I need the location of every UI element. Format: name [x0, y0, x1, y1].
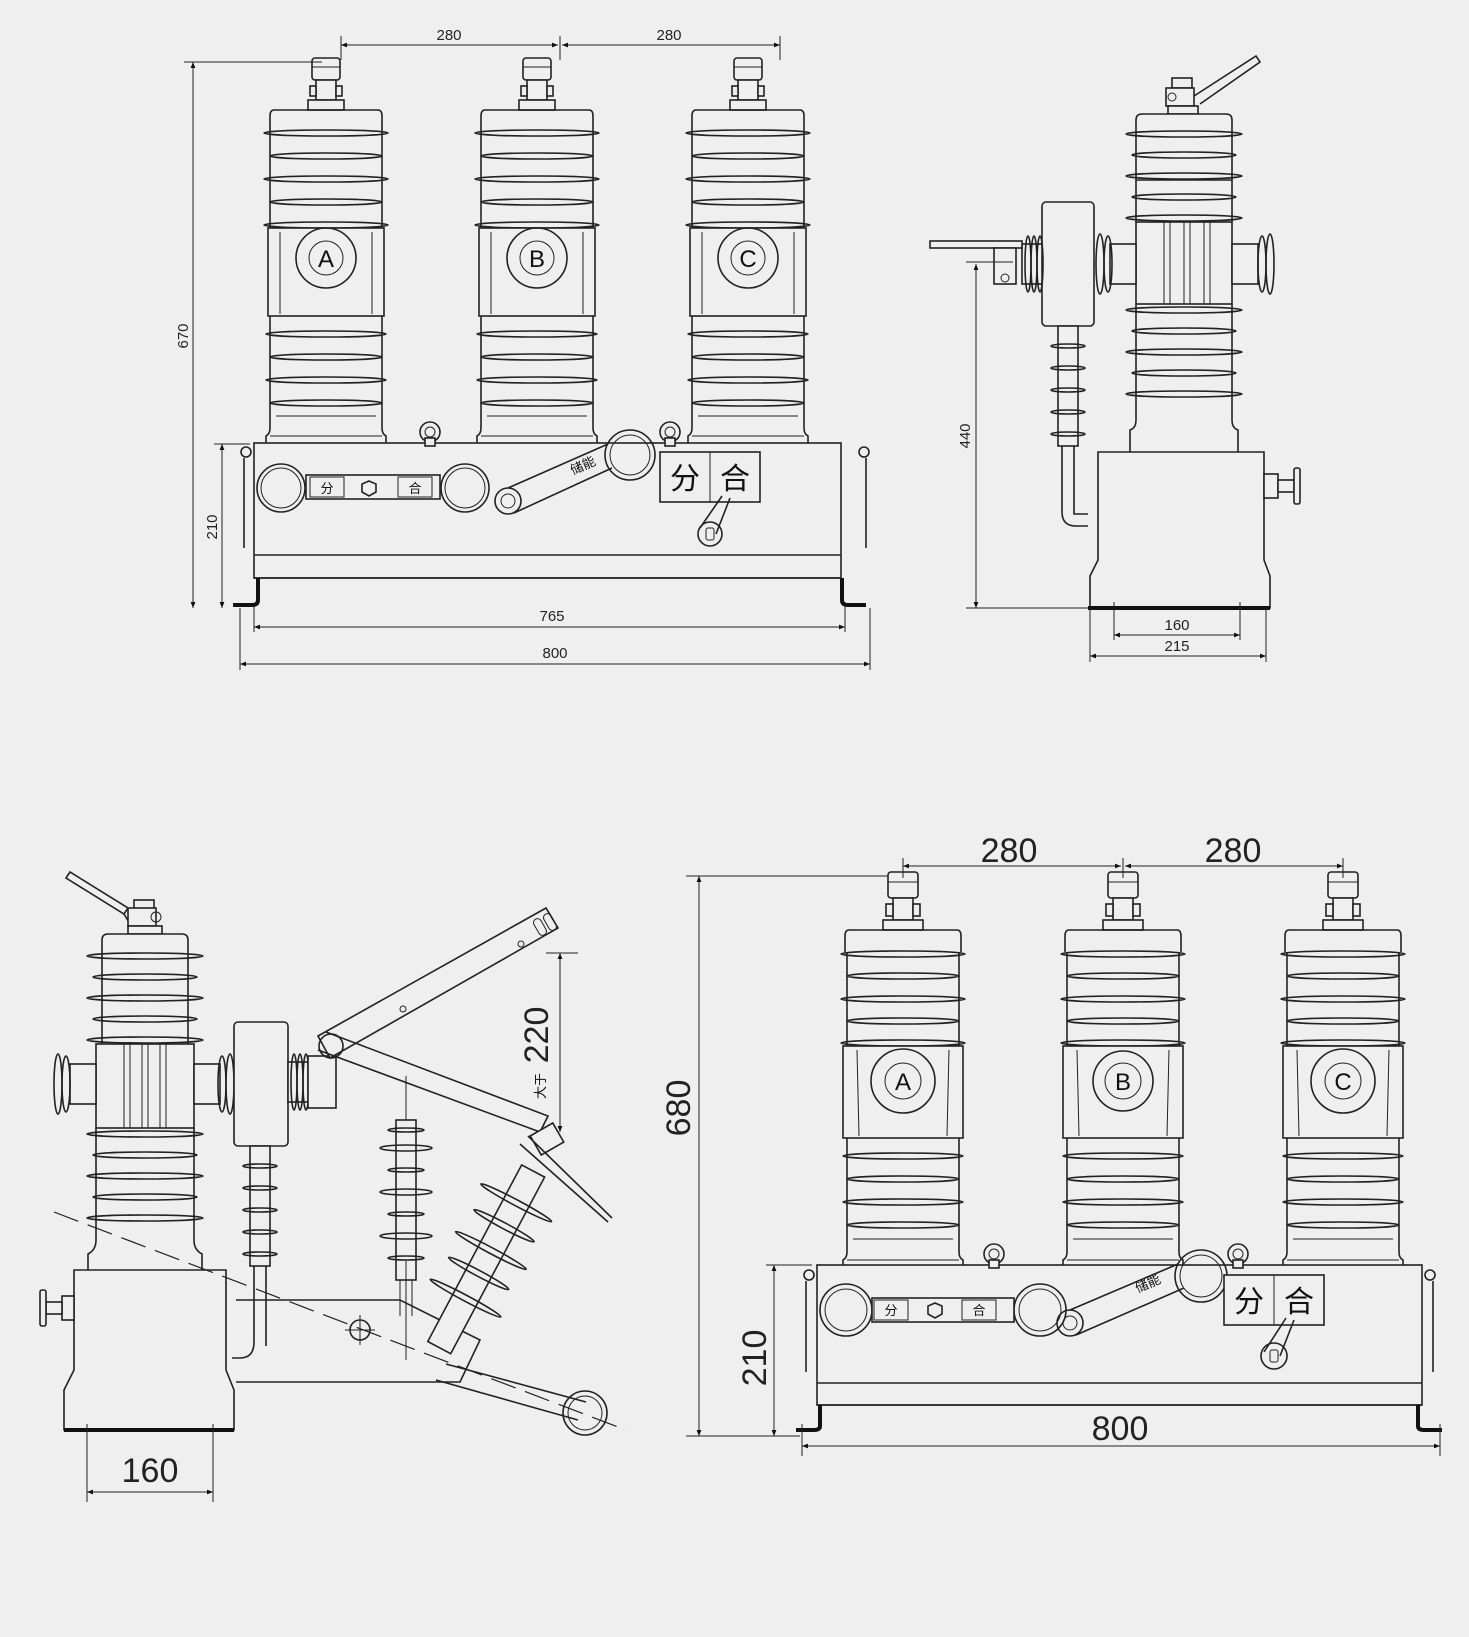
phase-marker-a-2: A — [870, 1048, 936, 1114]
svg-text:800: 800 — [1092, 1410, 1149, 1448]
svg-text:765: 765 — [539, 608, 564, 625]
svg-text:分: 分 — [1234, 1285, 1264, 1320]
svg-text:280: 280 — [656, 27, 681, 44]
dim-width-top: 765 800 — [239, 606, 871, 670]
dim-phase-spacing-bottom: 280 280 — [902, 832, 1344, 878]
svg-text:220: 220 — [518, 1007, 556, 1064]
svg-text:160: 160 — [122, 1452, 179, 1490]
dim-height-side: 440 — [957, 261, 1088, 609]
svg-text:A: A — [895, 1069, 911, 1096]
svg-text:合: 合 — [1284, 1285, 1314, 1320]
dim-overall-height-bottom: 680 — [660, 875, 888, 1436]
svg-text:280: 280 — [436, 27, 461, 44]
svg-text:280: 280 — [981, 832, 1038, 870]
mechanism-box-side — [1089, 451, 1271, 609]
dim-overall-height-top: 670 — [175, 61, 322, 608]
dim-base-height-bottom: 210 — [686, 1264, 812, 1437]
svg-text:合: 合 — [720, 462, 750, 497]
phase-marker-b: B — [506, 227, 568, 289]
svg-text:分: 分 — [320, 482, 333, 497]
phase-marker-a: A — [295, 227, 357, 289]
svg-text:210: 210 — [204, 514, 221, 539]
svg-text:210: 210 — [736, 1330, 774, 1387]
svg-text:C: C — [739, 246, 756, 273]
svg-text:分: 分 — [670, 462, 700, 497]
dim-base-160: 160 — [86, 1424, 214, 1502]
current-transformer — [1041, 201, 1095, 327]
side-view-top: 440 160 215 — [929, 54, 1301, 662]
svg-text:B: B — [529, 246, 545, 273]
front-view-top: A B C 分 合 储能 — [175, 27, 871, 670]
dim-arm-220: 220 大于 — [518, 952, 578, 1132]
dim-base-height-top: 210 — [204, 443, 250, 608]
svg-text:160: 160 — [1164, 617, 1189, 634]
svg-text:440: 440 — [957, 423, 974, 448]
svg-text:合: 合 — [408, 482, 421, 497]
mechanism-box-2 — [816, 1264, 1423, 1406]
svg-text:A: A — [318, 246, 334, 273]
svg-text:合: 合 — [972, 1304, 985, 1319]
front-view-bottom: A B C 分 合 储能 — [660, 832, 1442, 1456]
side-view-with-disconnector: 220 大于 160 — [39, 870, 627, 1502]
phase-marker-b-2: B — [1092, 1050, 1154, 1112]
svg-text:分: 分 — [884, 1304, 897, 1319]
svg-text:280: 280 — [1205, 832, 1262, 870]
svg-text:C: C — [1334, 1069, 1351, 1096]
svg-text:670: 670 — [175, 323, 192, 348]
svg-text:800: 800 — [542, 645, 567, 662]
mechanism-box-side-2 — [63, 1269, 235, 1431]
dim-width-bottom: 800 — [801, 1410, 1441, 1456]
dim-width-side: 160 215 — [1089, 602, 1267, 662]
phase-marker-c: C — [717, 227, 779, 289]
dim-phase-spacing-top: 280 280 — [340, 27, 781, 60]
svg-text:215: 215 — [1164, 638, 1189, 655]
phase-marker-c-2: C — [1310, 1048, 1376, 1114]
svg-text:大于: 大于 — [534, 1073, 549, 1099]
svg-text:B: B — [1115, 1069, 1131, 1096]
svg-text:680: 680 — [660, 1080, 698, 1137]
